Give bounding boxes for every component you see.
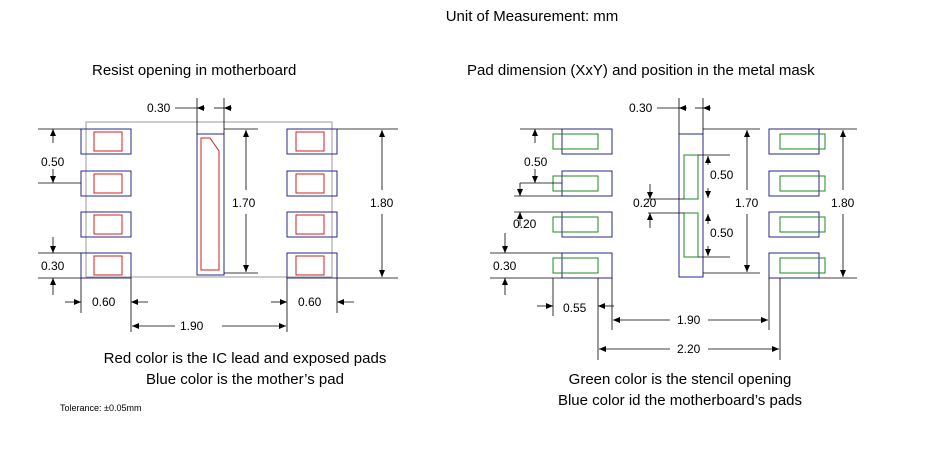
stencil-opening [552, 257, 599, 274]
mother-pad [80, 252, 132, 279]
dim-label: 0.50 [524, 155, 548, 169]
stencil-opening [779, 175, 826, 192]
dim-label: 0.60 [298, 295, 322, 309]
right-caption-line2: Blue color id the motherboard’s pads [557, 392, 803, 409]
left-dim-labels: 0.30 0.50 0.30 0.60 0.60 1.70 1.80 1.90 [41, 101, 394, 333]
mother-pad [80, 128, 132, 155]
exposed-stencil-upper [683, 154, 699, 200]
left-caption-line2: Blue color is the mother’s pad [146, 371, 344, 388]
right-pads-col2 [768, 128, 826, 279]
stencil-opening [779, 257, 826, 274]
mother-pad [286, 128, 338, 155]
dim-label: 0.55 [563, 301, 587, 315]
exposed-pad-mother [196, 133, 225, 276]
mother-pad [561, 252, 613, 279]
left-dimensions [38, 98, 398, 332]
left-pads-col1 [80, 128, 132, 279]
left-caption-line1: Red color is the IC lead and exposed pad… [103, 350, 387, 367]
ic-body-outline [85, 121, 333, 278]
dim-label: 0.30 [629, 101, 653, 115]
right-caption-line1: Green color is the stencil opening [568, 371, 792, 388]
dim-label: 0.30 [147, 101, 171, 115]
left-pads-col2 [286, 128, 338, 279]
mother-pad [768, 252, 820, 279]
dim-label: 0.60 [92, 295, 116, 309]
dim-label: 0.30 [493, 259, 517, 273]
dim-label: 0.20 [513, 217, 537, 231]
mother-pad [561, 170, 613, 197]
left-caption: Red color is the IC lead and exposed pad… [30, 348, 460, 390]
mother-pad [286, 170, 338, 197]
dim-label: 0.30 [41, 259, 65, 273]
dim-label: 0.50 [710, 168, 734, 182]
dim-label: 1.70 [232, 196, 256, 210]
left-panel-title: Resist opening in motherboard [92, 62, 297, 79]
right-caption: Green color is the stencil opening Blue … [470, 369, 890, 411]
dim-label: 1.90 [180, 319, 204, 333]
dim-label: 1.70 [735, 196, 759, 210]
right-dimensions [490, 98, 857, 360]
mother-pad [80, 170, 132, 197]
ic-lead [295, 173, 325, 194]
ic-lead [93, 131, 123, 152]
dim-label: 1.80 [831, 196, 855, 210]
dim-label: 2.20 [677, 342, 701, 356]
stencil-opening [552, 216, 599, 233]
tolerance-note: Tolerance: ±0.05mm [60, 403, 142, 413]
stencil-opening [552, 133, 599, 150]
right-dim-labels: 0.30 0.50 0.20 0.30 0.55 0.50 0.20 1.70 … [493, 101, 855, 356]
right-footprint [552, 128, 826, 279]
ic-lead [93, 255, 123, 276]
exposed-pad-mother [678, 133, 704, 278]
mother-pad [80, 211, 132, 238]
mother-pad [561, 211, 613, 238]
right-pads-col1 [552, 128, 613, 279]
mother-pad [768, 211, 820, 238]
ic-lead [295, 255, 325, 276]
ic-lead [295, 131, 325, 152]
exposed-stencil-lower [683, 212, 699, 258]
dim-label: 0.20 [633, 196, 657, 210]
stencil-opening [779, 216, 826, 233]
dim-label: 1.80 [370, 196, 394, 210]
dim-label: 0.50 [41, 155, 65, 169]
unit-label: Unit of Measurement: mm [445, 8, 619, 25]
stencil-opening [552, 175, 599, 192]
dim-label: 1.90 [677, 313, 701, 327]
mother-pad [768, 128, 820, 155]
ic-lead [93, 214, 123, 235]
mother-pad [768, 170, 820, 197]
mother-pad [561, 128, 613, 155]
mother-pad [286, 252, 338, 279]
ic-lead [93, 173, 123, 194]
left-footprint [80, 121, 338, 279]
ic-lead [295, 214, 325, 235]
stencil-opening [779, 133, 826, 150]
mother-pad [286, 211, 338, 238]
exposed-pad-lead [200, 137, 220, 271]
dim-label: 0.50 [710, 226, 734, 240]
right-panel-title: Pad dimension (XxY) and position in the … [467, 62, 815, 79]
